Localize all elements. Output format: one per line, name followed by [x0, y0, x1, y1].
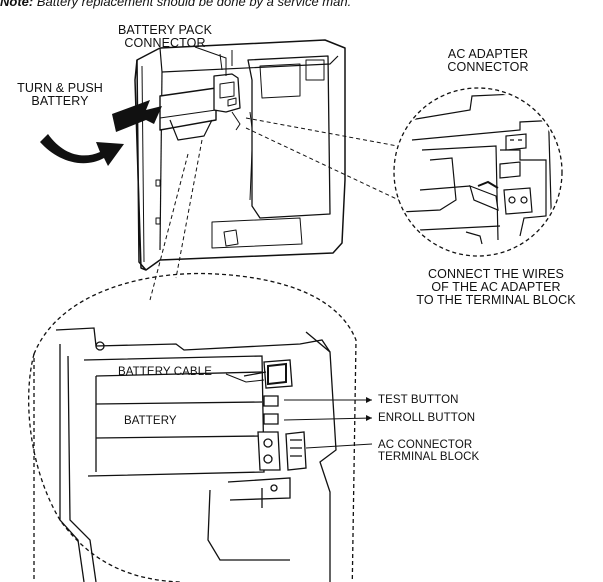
ac-adapter-detail-circle: [393, 87, 563, 257]
note-prefix: Note:: [0, 0, 34, 9]
ac-connector-line2: TERMINAL BLOCK: [378, 451, 480, 463]
connect-wires-line1: CONNECT THE WIRES: [428, 267, 564, 281]
battery-pack-connector-line2: CONNECTOR: [124, 36, 206, 50]
note-text: Battery replacement should be done by a …: [36, 0, 352, 9]
ac-connector-terminal-block-label: AC CONNECTOR TERMINAL BLOCK: [378, 439, 479, 463]
battery-label: BATTERY: [124, 415, 177, 427]
turn-push-battery-label: TURN & PUSH BATTERY: [6, 82, 114, 108]
service-note: Note: Battery replacement should be done…: [0, 0, 603, 10]
push-arrow-icon: [112, 100, 162, 132]
device-back-view: [134, 39, 346, 271]
turn-push-line2: BATTERY: [31, 94, 89, 108]
connect-wires-line3: TO THE TERMINAL BLOCK: [416, 293, 576, 307]
ac-connector-line1: AC CONNECTOR: [378, 439, 473, 451]
ac-adapter-connector-line2: CONNECTOR: [447, 60, 529, 74]
battery-detail-circle: [28, 272, 373, 582]
battery-pack-connector-line1: BATTERY PACK: [117, 23, 213, 37]
connect-wires-line2: OF THE AC ADAPTER: [431, 280, 561, 294]
battery-cable-label: BATTERY CABLE: [118, 366, 212, 378]
battery-pack-connector-label: BATTERY PACK CONNECTOR: [100, 24, 230, 50]
test-button-label: TEST BUTTON: [378, 394, 459, 406]
turn-push-line1: TURN & PUSH: [17, 81, 103, 95]
ac-adapter-connector-label: AC ADAPTER CONNECTOR: [428, 48, 548, 74]
enroll-button-label: ENROLL BUTTON: [378, 412, 476, 424]
ac-adapter-connector-line1: AC ADAPTER: [447, 47, 529, 61]
connect-wires-label: CONNECT THE WIRES OF THE AC ADAPTER TO T…: [390, 268, 602, 307]
turn-arrow-icon: [40, 134, 124, 166]
